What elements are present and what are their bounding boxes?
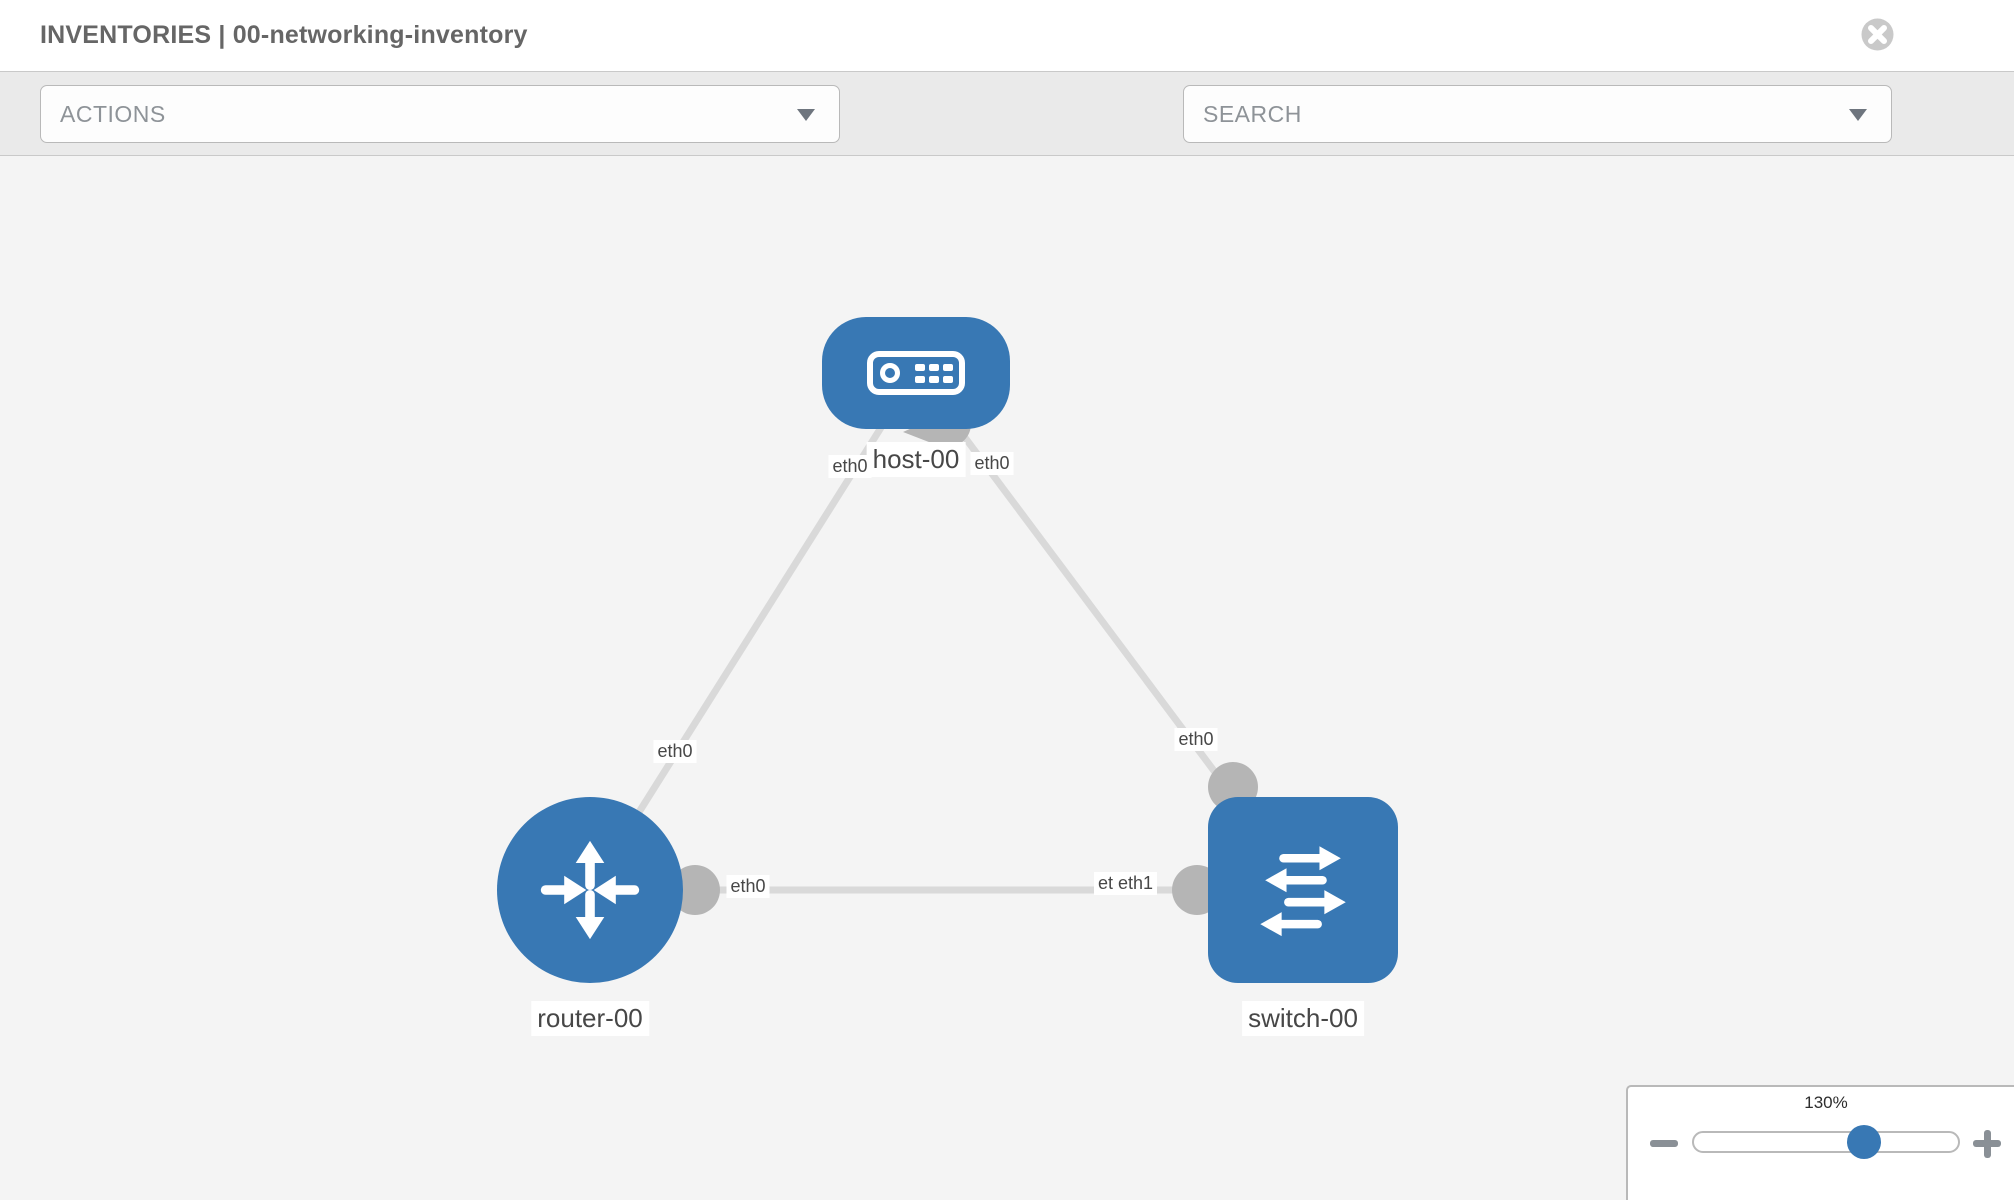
iface-label-link-host-switch: eth0 <box>1174 728 1218 751</box>
node-router-00[interactable] <box>497 797 683 983</box>
zoom-slider-handle[interactable] <box>1847 1125 1881 1159</box>
header-bar: INVENTORIES | 00-networking-inventory <box>0 0 2014 71</box>
actions-dropdown[interactable]: ACTIONS <box>40 85 840 143</box>
zoom-out-button[interactable] <box>1644 1133 1684 1155</box>
iface-label-host-eth0-left: eth0 <box>828 455 872 478</box>
node-label-switch: switch-00 <box>1242 1001 1364 1036</box>
zoom-control-panel: 130% <box>1626 1085 2014 1200</box>
host-icon <box>867 351 965 395</box>
topology-toolbar: ACTIONS SEARCH <box>0 71 2014 201</box>
node-label-router: router-00 <box>531 1001 649 1036</box>
interface-dot-router[interactable] <box>670 865 720 915</box>
links-layer <box>587 369 1306 915</box>
page-title: INVENTORIES | 00-networking-inventory <box>40 21 528 49</box>
node-host-00[interactable] <box>822 317 1010 429</box>
search-dropdown[interactable]: SEARCH <box>1183 85 1892 143</box>
router-icon <box>540 840 640 940</box>
iface-label-switch-eth1-over: eth1 <box>1114 872 1158 895</box>
zoom-percent-value: 130% <box>1804 1093 1848 1112</box>
chevron-down-icon <box>797 109 815 121</box>
actions-dropdown-label: ACTIONS <box>60 101 166 127</box>
iface-label-host-eth0-right: eth0 <box>970 452 1014 475</box>
iface-label-link-host-router: eth0 <box>653 740 697 763</box>
chevron-down-icon <box>1849 109 1867 121</box>
close-icon[interactable] <box>1860 17 1895 52</box>
node-label-host: host-00 <box>866 442 966 477</box>
zoom-in-button[interactable] <box>1969 1125 2005 1163</box>
switch-icon <box>1260 846 1346 937</box>
node-switch-00[interactable] <box>1208 797 1398 983</box>
search-placeholder: SEARCH <box>1203 101 1302 127</box>
iface-label-router-eth0: eth0 <box>726 875 770 898</box>
topology-canvas[interactable]: host-00 router-00 switch-00 eth0 eth0 et… <box>0 156 2014 1200</box>
zoom-slider-track[interactable] <box>1692 1131 1960 1153</box>
